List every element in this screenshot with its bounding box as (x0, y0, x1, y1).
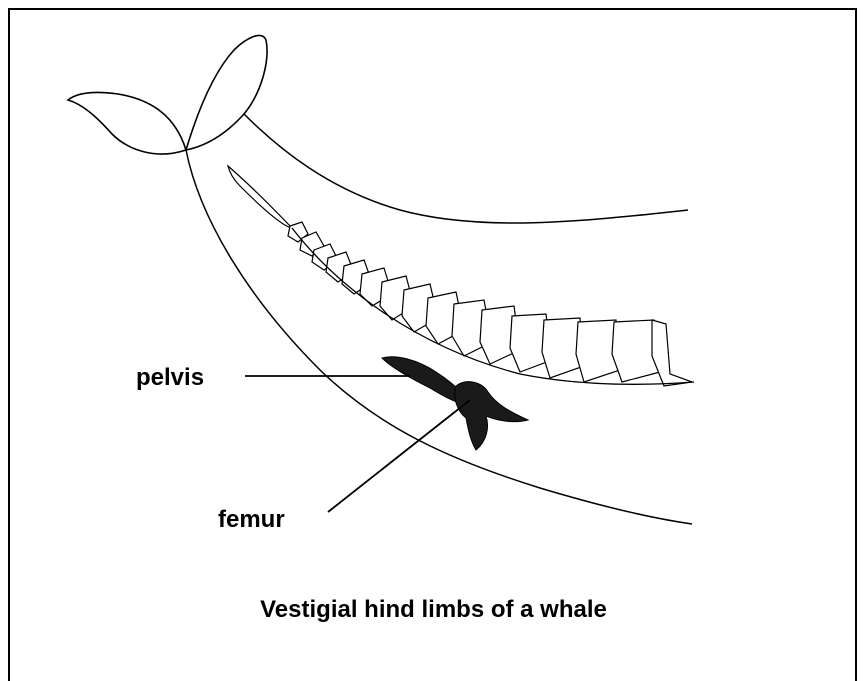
body-back-outline (244, 114, 688, 223)
vestigial-femur (455, 382, 528, 450)
femur-label: femur (218, 506, 285, 534)
diagram-caption: Vestigial hind limbs of a whale (0, 596, 867, 624)
tail-fluke (68, 92, 186, 154)
femur-leader-line (328, 400, 470, 512)
tail-fluke-upper (186, 35, 267, 150)
pelvis-label: pelvis (136, 364, 204, 392)
spine-tail-tip (228, 166, 292, 228)
vertebral-column (288, 222, 692, 386)
